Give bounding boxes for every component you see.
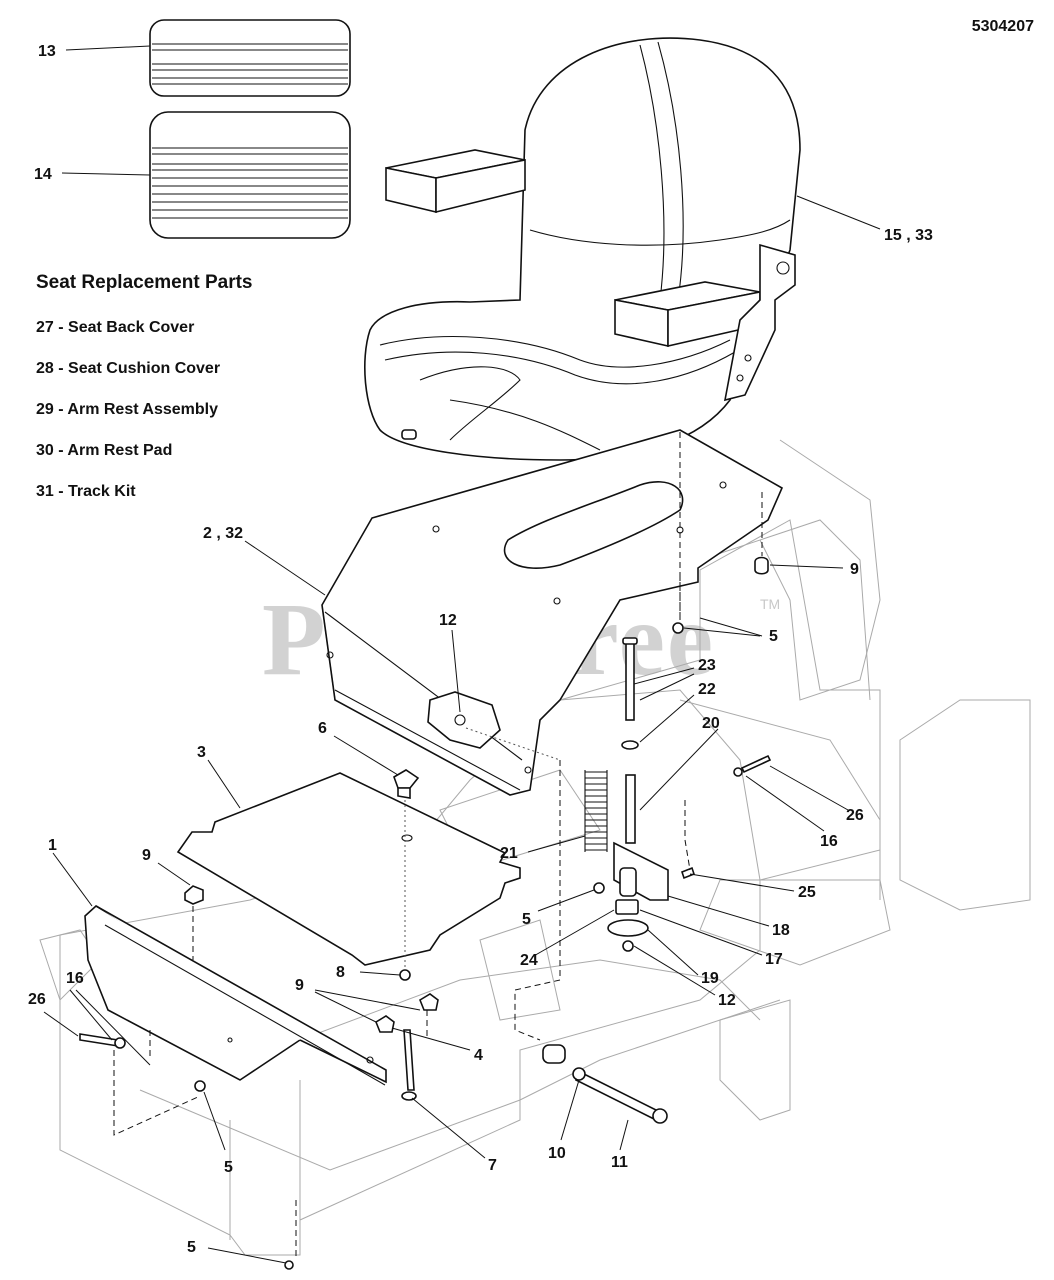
callout-11: 11	[611, 1154, 628, 1171]
callout-3: 3	[197, 744, 206, 761]
replacement-parts-list: 27 - Seat Back Cover 28 - Seat Cushion C…	[36, 318, 220, 523]
callout-14: 14	[34, 166, 52, 183]
callout-5-front: 5	[224, 1159, 233, 1176]
callout-12-lower: 12	[718, 992, 736, 1009]
callout-4: 4	[474, 1047, 483, 1064]
callout-13: 13	[38, 43, 56, 60]
replacement-part-item: 29 - Arm Rest Assembly	[36, 401, 218, 418]
document-number: 5304207	[971, 18, 1034, 35]
callout-26: 26	[846, 807, 864, 824]
callout-5: 5	[769, 628, 778, 645]
hardware	[79, 556, 772, 1270]
callout-15-33: 15 , 33	[884, 227, 933, 244]
callout-10: 10	[548, 1145, 566, 1162]
replacement-part-item: 27 - Seat Back Cover	[36, 319, 195, 336]
callout-16: 16	[820, 833, 838, 850]
callout-5-bottom: 5	[187, 1239, 196, 1256]
watermark-trademark: TM	[760, 596, 781, 612]
callout-8: 8	[336, 964, 345, 981]
front-panel	[84, 905, 387, 1086]
callout-2-32: 2 , 32	[203, 525, 243, 542]
replacement-part-item: 28 - Seat Cushion Cover	[36, 360, 221, 377]
callout-22: 22	[698, 681, 716, 698]
callout-17: 17	[765, 951, 783, 968]
callout-5-spring: 5	[522, 911, 531, 928]
decal-14	[149, 111, 351, 239]
callout-12: 12	[439, 612, 457, 629]
leader-lines	[43, 45, 881, 1264]
callout-20: 20	[702, 715, 720, 732]
callout-24: 24	[520, 952, 538, 969]
assembly-lines	[113, 432, 763, 1258]
replacement-part-item: 30 - Arm Rest Pad	[36, 442, 173, 459]
callout-labels: 13 14 15 , 33 9 5 2 , 32 12 23 22 20 6 3…	[28, 43, 933, 1256]
decal-13	[149, 19, 351, 97]
callout-6: 6	[318, 720, 327, 737]
replacement-parts-heading: Seat Replacement Parts	[36, 272, 253, 293]
seat-plate	[176, 772, 521, 966]
callout-21: 21	[500, 845, 518, 862]
callout-25: 25	[798, 884, 816, 901]
callout-23: 23	[698, 657, 716, 674]
callout-19: 19	[701, 970, 719, 987]
callout-18: 18	[772, 922, 790, 939]
callout-9: 9	[850, 561, 859, 578]
seat-pan	[321, 429, 784, 796]
replacement-part-item: 31 - Track Kit	[36, 483, 136, 500]
callout-26-left: 26	[28, 991, 46, 1008]
callout-1: 1	[48, 837, 57, 854]
callout-16-left: 16	[66, 970, 84, 987]
callout-9-lower: 9	[295, 977, 304, 994]
callout-7: 7	[488, 1157, 497, 1174]
seat-assembly	[364, 37, 801, 461]
callout-9-plate: 9	[142, 847, 151, 864]
